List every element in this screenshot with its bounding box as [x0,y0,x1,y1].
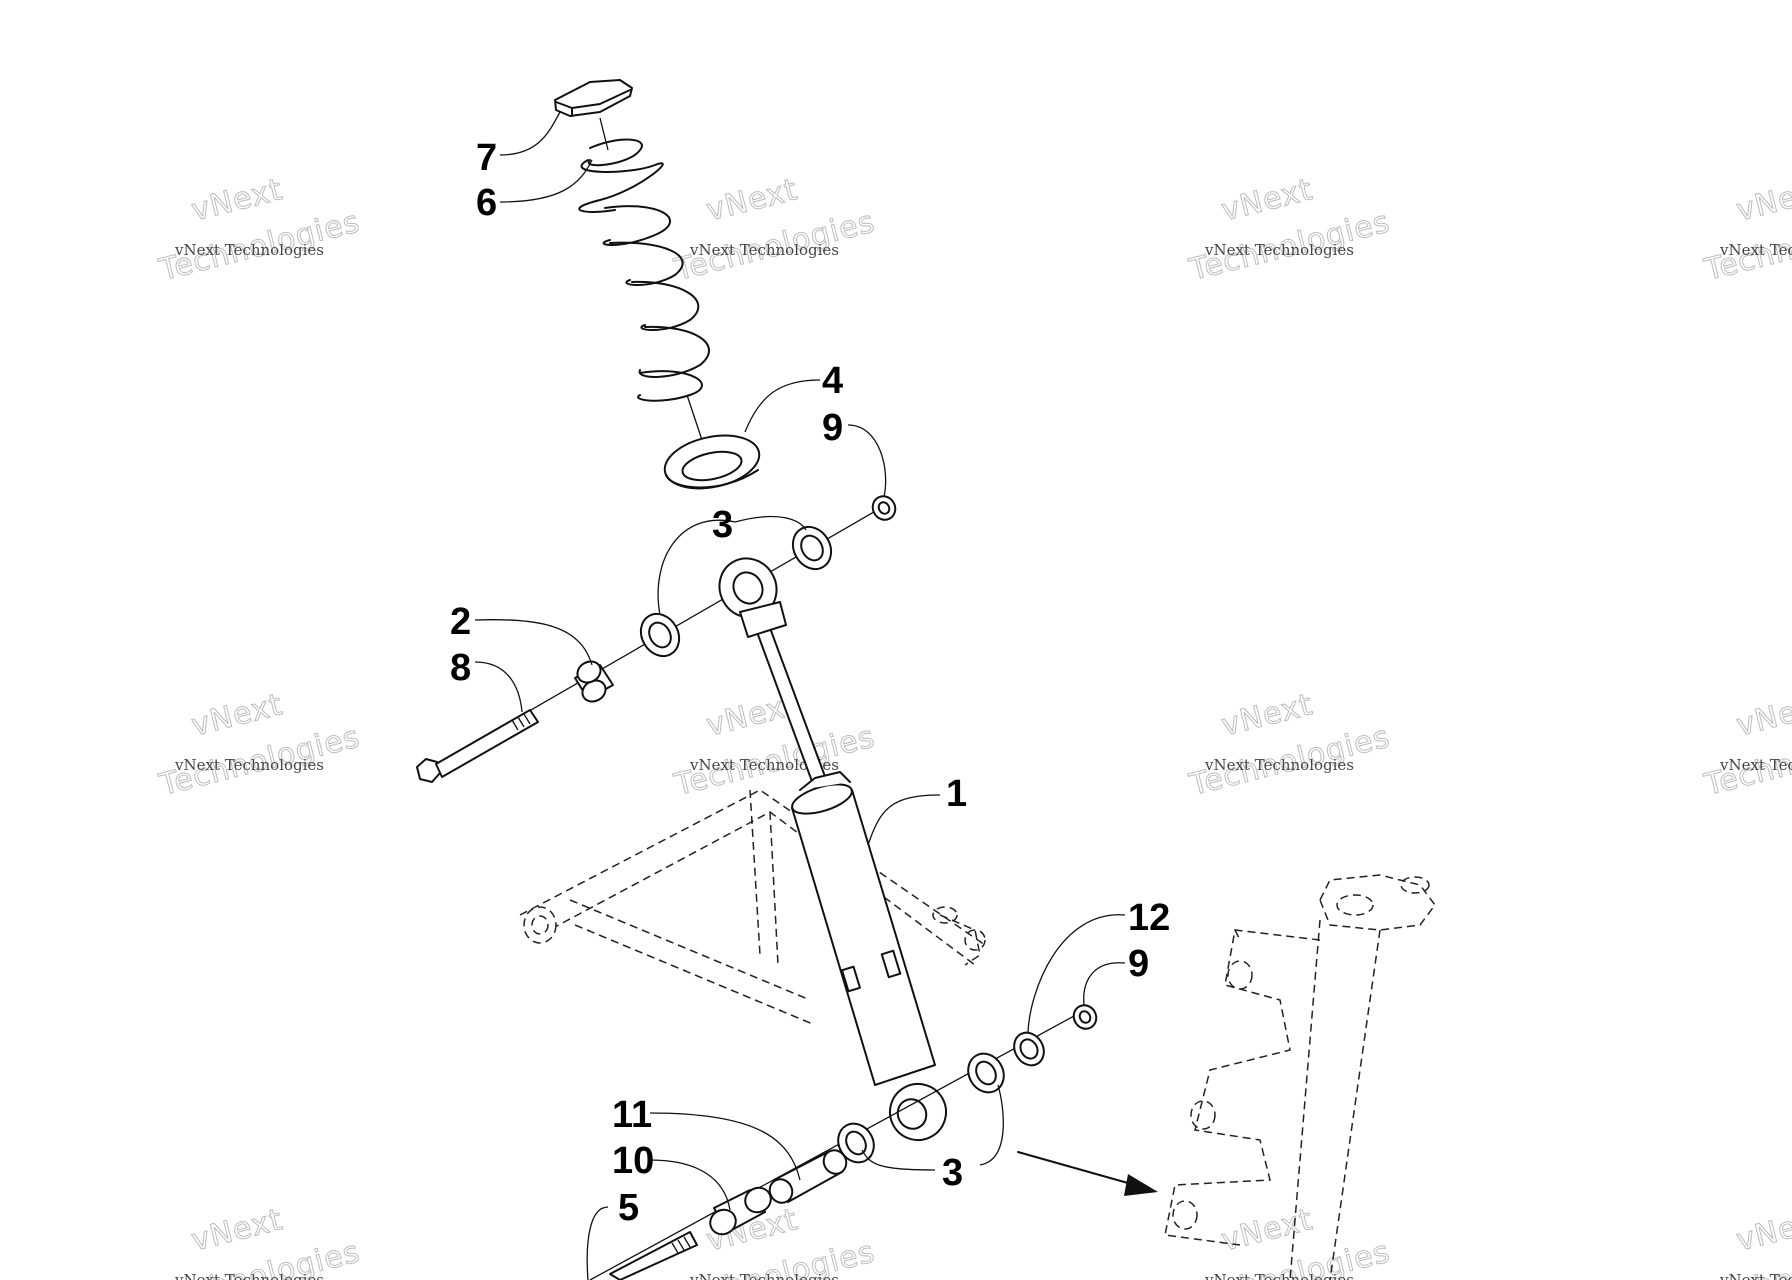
leader-lines [474,111,1126,1280]
upper-washer [871,495,897,521]
watermark-text: vNext Technologies [1204,241,1354,259]
callout-8: 8 [450,647,471,689]
watermark-brand: vNext [188,1202,286,1258]
spindle-phantom [1164,874,1436,1280]
watermark-brand: vNext [1733,687,1792,743]
lower-bolt [609,1231,698,1280]
watermark-brand: vNext [1218,1202,1316,1258]
callout-10: 10 [612,1140,654,1182]
callout-5: 5 [618,1187,639,1229]
watermark-text: vNext Technologies [689,1271,839,1280]
callout-12: 12 [1128,897,1170,939]
callout-2: 2 [450,601,471,643]
callout-4: 4 [822,360,843,402]
upper-bushing-right [791,525,833,571]
watermark-text: vNext Technologies [1719,756,1792,774]
lower-bushing-right [967,1052,1005,1094]
watermark-brand: vNext [188,687,286,743]
watermark-text: vNext Technologies [1719,241,1792,259]
callout-layer: 7 6 4 9 3 2 8 1 12 9 11 10 5 3 [450,137,1170,1229]
watermark-brand: vNext [1733,172,1792,228]
watermark-brand: vNext [188,172,286,228]
callout-9: 9 [1128,943,1149,985]
watermark-brand: vNext [1218,687,1316,743]
watermark-text: vNext Technologies [174,756,324,774]
watermark-text: vNext Technologies [689,241,839,259]
spring-cap [554,79,633,117]
callout-9: 9 [822,407,843,449]
upper-bolt [416,709,539,783]
lower-washer [1072,1004,1098,1030]
lower-sleeve [709,1186,772,1236]
callout-11: 11 [612,1094,652,1136]
upper-bushing-left [639,612,681,658]
watermark-text: vNext Technologies [1204,756,1354,774]
callout-1: 1 [946,773,967,815]
shock-absorber [718,557,947,1141]
watermark-text: vNext Technologies [689,756,839,774]
callout-3: 3 [712,504,733,546]
watermark-text: vNext Technologies [174,1271,324,1280]
watermark-brand: vNext [1733,1202,1792,1258]
watermark-text: vNext Technologies [1719,1271,1792,1280]
lower-spacer [1013,1031,1045,1067]
callout-6: 6 [476,182,497,224]
direction-arrow [1017,1151,1158,1196]
watermark-brand: vNext [703,172,801,228]
lower-tube [768,1149,848,1204]
watermark-text: vNext Technologies [174,241,324,259]
watermark-brand: vNext [1218,172,1316,228]
coil-spring [578,117,713,471]
a-arm-phantom [519,789,986,1026]
upper-sleeve [574,660,614,703]
callout-3: 3 [942,1152,963,1194]
spring-seat [663,434,761,490]
watermark-text: vNext Technologies [1204,1271,1354,1280]
lower-bushing-left [837,1122,875,1164]
callout-7: 7 [476,137,497,179]
